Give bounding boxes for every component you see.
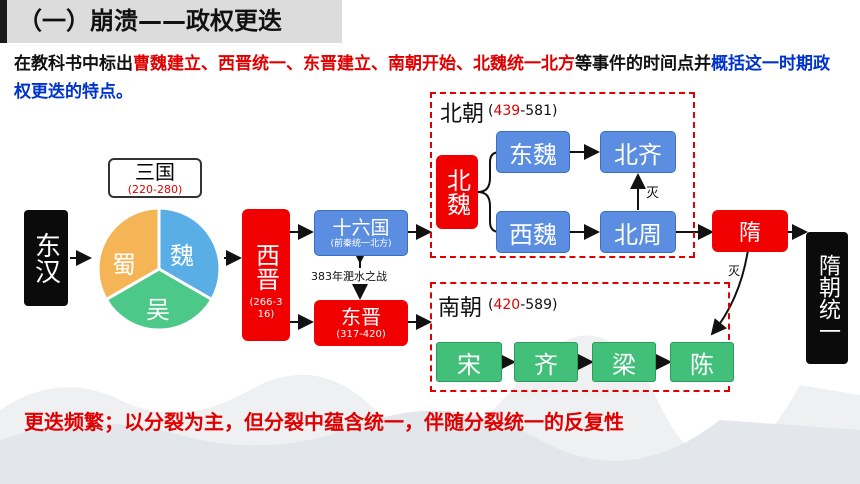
pie-label-shu: 蜀 <box>112 251 136 279</box>
nanchao-label: 南朝 <box>438 296 483 321</box>
nanchao-start: 420 <box>493 297 521 313</box>
shiliuguo-note: (前秦统一北方) <box>330 238 392 249</box>
instruction-middle: 等事件的时间点并 <box>575 54 711 74</box>
instruction-events: 曹魏建立、西晋统一、东晋建立、南朝开始、北魏统一北方 <box>133 54 575 74</box>
node-qi: 齐 <box>514 342 578 382</box>
node-beiwei: 北魏 <box>436 155 478 229</box>
instruction-prefix: 在教科书中标出 <box>14 54 133 74</box>
pie-slice-wu <box>104 267 214 332</box>
beichao-open: ( <box>488 103 494 119</box>
node-sui: 隋 <box>712 210 788 252</box>
sanguo-years: (220-280) <box>127 182 183 196</box>
node-donghan: 东汉 <box>24 210 68 306</box>
sanguo-label: 三国 <box>135 159 175 184</box>
shiliuguo-label: 十六国 <box>332 216 390 239</box>
xijin-years: (266-316) <box>249 297 283 320</box>
node-chen: 陈 <box>670 342 734 382</box>
feishui-label: 383年淝水之战 <box>311 270 387 283</box>
dongjin-years: (317-420) <box>336 329 386 340</box>
xijin-label: 西晋 <box>251 243 280 291</box>
dongjin-label: 东晋 <box>341 305 381 329</box>
conclusion-text: 更迭频繁；以分裂为主，但分裂中蕴含统一，伴随分裂统一的反复性 <box>24 410 624 434</box>
node-dongwei: 东魏 <box>496 131 570 173</box>
beichao-end: -581) <box>520 103 558 119</box>
sanguo-pie <box>96 206 222 332</box>
pie-label-wei: 魏 <box>170 242 194 270</box>
title-accent <box>0 0 7 43</box>
nanchao-end: -589) <box>520 297 558 313</box>
beichao-start: 439 <box>493 103 521 119</box>
nanchao-years: (420-589) <box>488 297 557 313</box>
instruction-text: 在教科书中标出曹魏建立、西晋统一、东晋建立、南朝开始、北魏统一北方等事件的时间点… <box>14 50 844 106</box>
pie-slice-shu <box>96 206 161 302</box>
node-song: 宋 <box>436 342 502 382</box>
mie-label-2: 灭 <box>728 264 741 278</box>
node-shiliuguo: 十六国 (前秦统一北方) <box>314 210 408 256</box>
beichao-label: 北朝 <box>440 102 485 127</box>
node-liang: 梁 <box>592 342 656 382</box>
instruction-task: 概括这一时期政权更迭的特点。 <box>14 54 830 102</box>
node-beizhou: 北周 <box>600 211 676 253</box>
beichao-region <box>430 92 695 258</box>
node-xiwei: 西魏 <box>496 211 570 253</box>
beichao-years: (439-581) <box>488 103 557 119</box>
title-bar <box>0 0 342 43</box>
nanchao-open: ( <box>488 297 494 313</box>
node-beiqi: 北齐 <box>600 131 676 173</box>
pie-label-wu: 吴 <box>146 296 170 324</box>
node-xijin: 西晋 (266-316) <box>242 209 290 341</box>
mie-label-1: 灭 <box>646 186 660 201</box>
sanguo-label-box: 三国 (220-280) <box>108 158 202 198</box>
nanchao-region <box>430 282 730 392</box>
mountain-background <box>0 335 860 484</box>
node-dongjin: 东晋 (317-420) <box>314 300 408 346</box>
node-sui-unify: 隋朝统一 <box>806 232 848 364</box>
page-title: （一）崩溃——政权更迭 <box>18 7 282 35</box>
